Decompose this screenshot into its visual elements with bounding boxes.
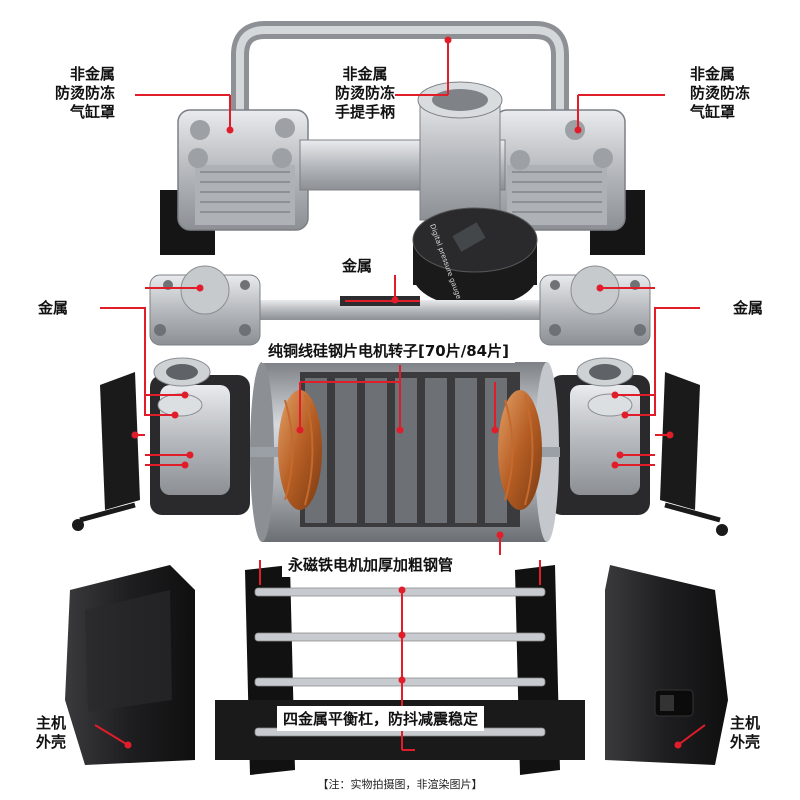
label-main-shell-right: 主机 外壳 — [730, 714, 761, 751]
metal-connecting-plate — [245, 296, 545, 320]
label-main-shell-left: 主机 外壳 — [36, 714, 67, 751]
main-shell-right — [605, 565, 728, 765]
pump-assembly-right — [550, 357, 650, 515]
balance-frame — [215, 565, 585, 775]
label-motor-rotor: 纯铜线硅钢片电机转子[70片/84片] — [262, 338, 515, 363]
end-plate-left — [72, 372, 140, 531]
metal-bracket-left — [149, 265, 261, 346]
pressure-gauge: Digital pressure gauge — [412, 207, 538, 307]
label-steel-tube: 永磁铁电机加厚加粗钢管 — [282, 552, 460, 577]
label-carry-handle: 非金属 防烫防冻 手提手柄 — [334, 65, 395, 121]
metal-bracket-right — [539, 265, 651, 346]
cylinder-cover-left — [160, 109, 309, 255]
label-cylinder-cover-right: 非金属 防烫防冻 气缸罩 — [690, 65, 751, 121]
carry-handle — [231, 21, 569, 129]
label-metal-center: 金属 — [342, 257, 373, 275]
center-manifold — [299, 81, 506, 221]
motor-rotor — [250, 372, 560, 527]
pump-assembly-left — [150, 357, 250, 515]
label-metal-right: 金属 — [733, 299, 764, 317]
label-cylinder-cover-left: 非金属 防烫防冻 气缸罩 — [54, 65, 115, 121]
label-metal-left: 金属 — [38, 299, 69, 317]
callout-lines — [94, 40, 706, 751]
callout-dots — [124, 36, 682, 749]
label-balance-bar: 四金属平衡杠，防抖减震稳定 — [277, 706, 485, 731]
main-shell-left — [65, 565, 195, 765]
end-plate-right — [660, 372, 728, 536]
cylinder-cover-right — [494, 109, 645, 255]
footnote: 【注：实物拍摄图，非渲染图片】 — [317, 778, 483, 791]
